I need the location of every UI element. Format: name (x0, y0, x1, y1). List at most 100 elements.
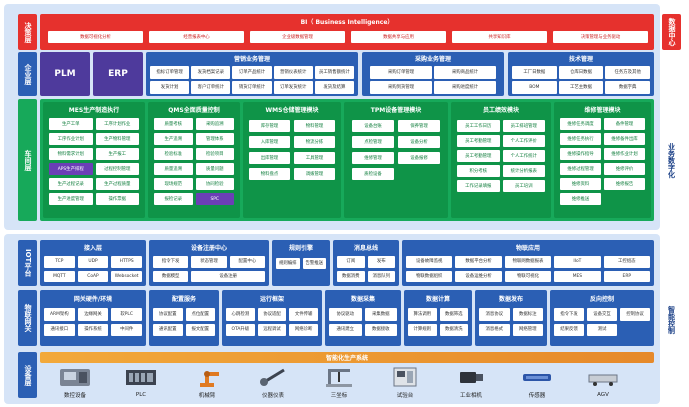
purchase-item[interactable]: 采购订单管理 (370, 66, 432, 79)
purchase-item[interactable]: 采购进度统计 (434, 81, 496, 94)
tpm-item[interactable]: 保养管理 (398, 120, 440, 132)
iot-app-item[interactable]: 物联可视化 (504, 270, 552, 282)
registry-item[interactable]: 状态管理 (191, 256, 227, 268)
tech-item[interactable]: 数据字典 (605, 81, 650, 94)
mes-item[interactable]: 生产报工 (95, 148, 139, 160)
iot-app-item[interactable]: ERP (603, 270, 650, 282)
registry-item[interactable]: 配置中心 (229, 256, 265, 268)
protocol-item[interactable]: HTTPS (111, 256, 142, 268)
device-gauge[interactable]: 仪器仪表 (250, 366, 296, 402)
mes-item[interactable]: 过程控制管理 (95, 163, 139, 175)
mes-item-aps[interactable]: APS生产排程 (49, 163, 93, 175)
qms-item[interactable]: 管理体系 (195, 133, 234, 145)
maint-item[interactable]: 维修任务执行 (560, 133, 601, 145)
gw-hardware-item[interactable]: 中间件 (111, 323, 142, 336)
tpm-item[interactable]: 质检设备 (352, 168, 394, 180)
gw-config-item[interactable]: 报文配置 (185, 323, 215, 336)
gw-collect-item[interactable]: 采集数据 (364, 308, 397, 321)
tech-item[interactable]: 任务方及其他 (605, 66, 650, 79)
rules-item[interactable]: 规则编排 (276, 258, 300, 269)
gw-compute-item[interactable]: 数据清洗 (439, 323, 468, 336)
maint-item[interactable]: 维修作业计划 (604, 148, 645, 160)
qms-item[interactable]: 质量考核 (154, 118, 193, 130)
hr-item[interactable]: 统计分析报表 (502, 165, 545, 177)
gw-control-item[interactable]: 结果反馈 (554, 323, 584, 336)
gw-runtime-item[interactable]: 文件传输 (289, 308, 318, 321)
gw-publish-item[interactable]: 消息格式 (479, 323, 510, 336)
device-cmm[interactable]: 三坐标 (316, 366, 362, 402)
hr-item[interactable]: 工作记录填报 (457, 180, 500, 192)
wms-item[interactable]: 物料管理 (294, 120, 335, 132)
tpm-item[interactable]: 维修管理 (352, 152, 394, 164)
gw-config-item[interactable]: 点位配置 (185, 308, 215, 321)
marketing-item[interactable]: 发货档案记录 (191, 66, 231, 79)
protocol-item[interactable]: MQTT (44, 270, 75, 282)
qms-item[interactable]: 质量追溯 (154, 163, 193, 175)
gw-hardware-item[interactable]: 软PLC (111, 308, 142, 321)
iot-app-item[interactable]: 设备运维分析 (455, 270, 502, 282)
protocol-item[interactable]: Websocket (111, 270, 142, 282)
marketing-item[interactable]: 指标订单管理 (150, 66, 190, 79)
gw-config-item[interactable]: 协议配置 (153, 308, 183, 321)
mes-item[interactable]: 生产过程记录 (49, 178, 93, 190)
bus-item[interactable]: 订阅 (337, 256, 365, 268)
bi-item[interactable]: 数据共享与应用 (351, 31, 446, 43)
hr-item[interactable]: 积分考核 (457, 165, 500, 177)
device-camera[interactable]: 工业相机 (448, 366, 494, 402)
tech-item[interactable]: 工厂日数据 (512, 66, 557, 79)
protocol-item[interactable]: UDP (77, 256, 109, 268)
plm-box[interactable]: PLM (40, 52, 90, 96)
iot-app-item[interactable]: MES (554, 270, 601, 282)
device-sensor[interactable]: 传感器 (514, 366, 560, 402)
registry-item[interactable]: 数据模型 (153, 270, 189, 282)
maint-item[interactable]: 维修推送 (560, 193, 601, 205)
gw-hardware-item[interactable]: ARM架构 (44, 308, 75, 321)
rules-item[interactable]: 告警推送 (302, 258, 326, 269)
device-test-bench[interactable]: 试验台 (382, 366, 428, 402)
mes-item[interactable]: 工序计划作业 (95, 118, 139, 130)
iot-app-item[interactable]: 工控组态 (603, 256, 650, 268)
protocol-item[interactable]: TCP (44, 256, 75, 268)
mes-item[interactable]: 工序作业计划 (49, 133, 93, 145)
gw-control-item[interactable]: 控制协议 (620, 308, 650, 321)
iot-app-item[interactable]: IIoT (554, 256, 601, 268)
mes-item[interactable]: 操作票据 (95, 193, 139, 205)
bus-item[interactable]: 消息队列 (367, 270, 395, 282)
qms-item[interactable]: 协同检验 (195, 178, 234, 190)
gw-control-item[interactable]: 设备交互 (587, 308, 617, 321)
hr-item[interactable]: 个人工作统计 (502, 150, 545, 162)
maint-item[interactable]: 维修资料 (560, 178, 601, 190)
gw-control-item[interactable]: 测试 (587, 323, 617, 336)
iot-app-item[interactable]: 数据平台分析 (455, 256, 502, 268)
gw-hardware-item[interactable]: 通讯接口 (44, 323, 75, 336)
marketing-item[interactable]: 订单发货统计 (273, 81, 313, 94)
bus-item[interactable]: 数据消费 (337, 270, 365, 282)
device-cnc[interactable]: 数控设备 (52, 366, 98, 402)
marketing-item[interactable]: 发货及结算 (314, 81, 354, 94)
bi-item[interactable]: 共享知识库 (452, 31, 547, 43)
bus-item[interactable]: 发布 (367, 256, 395, 268)
qms-item[interactable]: 质量问题 (195, 163, 234, 175)
maint-item[interactable]: 备件管理 (604, 118, 645, 130)
bi-item[interactable]: 企业级数据管理 (250, 31, 345, 43)
wms-item[interactable]: 入库管理 (249, 136, 290, 148)
iot-app-item[interactable]: 设备故障监视 (406, 256, 453, 268)
maint-item[interactable]: 维修备件出库 (604, 133, 645, 145)
qms-item[interactable]: 报检记录 (154, 193, 193, 205)
device-plc[interactable]: PLC (118, 366, 164, 402)
wms-item[interactable]: 物流分拣 (294, 136, 335, 148)
mes-item[interactable]: 生产进度管理 (49, 193, 93, 205)
gw-runtime-item[interactable]: 远程调试 (257, 323, 287, 336)
gw-publish-item[interactable]: 网络管理 (512, 323, 543, 336)
tech-item[interactable]: BOM (512, 81, 557, 94)
gw-runtime-item[interactable]: 网络诊断 (289, 323, 318, 336)
gw-collect-item[interactable]: 协议驱动 (329, 308, 362, 321)
qms-item[interactable]: 检验项目 (195, 148, 234, 160)
marketing-item[interactable]: 营销仪表统计 (273, 66, 313, 79)
gw-hardware-item[interactable]: 操作系统 (77, 323, 109, 336)
erp-box[interactable]: ERP (93, 52, 143, 96)
marketing-item[interactable]: 发货计划 (150, 81, 190, 94)
registry-item[interactable]: 设备注册 (191, 270, 265, 282)
protocol-item[interactable]: CoAP (77, 270, 109, 282)
maint-item[interactable]: 维修操作指导 (560, 148, 601, 160)
